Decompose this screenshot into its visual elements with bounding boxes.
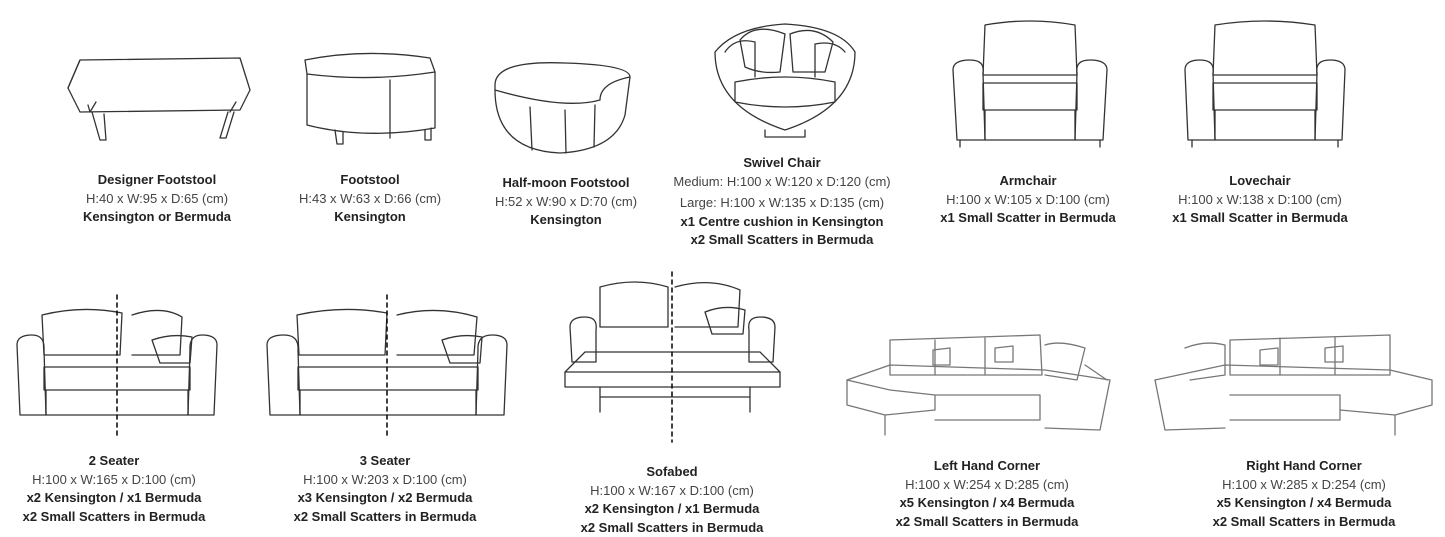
product-scatters: x2 Small Scatters in Bermuda bbox=[673, 231, 890, 250]
product-dimensions: H:100 x W:167 x D:100 (cm) bbox=[581, 482, 764, 501]
product-dimensions: H:100 x W:203 x D:100 (cm) bbox=[294, 471, 477, 490]
product-title: Designer Footstool bbox=[83, 171, 231, 190]
product-dimensions: H:100 x W:254 x D:285 (cm) bbox=[896, 476, 1079, 495]
product-scatters: x2 Small Scatters in Bermuda bbox=[581, 519, 764, 537]
product-fabric: x2 Kensington / x1 Bermuda bbox=[23, 489, 206, 508]
product-title: Swivel Chair bbox=[673, 154, 890, 173]
product-title: Left Hand Corner bbox=[896, 457, 1079, 476]
product-dimensions-large: Large: H:100 x W:135 x D:135 (cm) bbox=[673, 194, 890, 213]
product-scatters: x2 Small Scatters in Bermuda bbox=[23, 508, 206, 527]
product-fabric: x1 Small Scatter in Bermuda bbox=[940, 209, 1116, 228]
product-fabric: x5 Kensington / x4 Bermuda bbox=[896, 494, 1079, 513]
product-dimensions: H:43 x W:63 x D:66 (cm) bbox=[299, 190, 441, 209]
swivel-chair-illustration bbox=[705, 12, 865, 142]
product-armchair: Armchair H:100 x W:105 x D:100 (cm) x1 S… bbox=[940, 172, 1116, 228]
product-swivel-chair: Swivel Chair Medium: H:100 x W:120 x D:1… bbox=[673, 154, 890, 250]
product-scatters: x2 Small Scatters in Bermuda bbox=[896, 513, 1079, 532]
product-title: Right Hand Corner bbox=[1213, 457, 1396, 476]
right-hand-corner-illustration bbox=[1150, 320, 1435, 445]
product-2-seater: 2 Seater H:100 x W:165 x D:100 (cm) x2 K… bbox=[23, 452, 206, 526]
product-dimensions: H:40 x W:95 x D:65 (cm) bbox=[83, 190, 231, 209]
lovechair-illustration bbox=[1180, 15, 1350, 155]
product-fabric: Kensington bbox=[495, 211, 637, 230]
product-fabric: x1 Small Scatter in Bermuda bbox=[1172, 209, 1348, 228]
two-seater-illustration bbox=[12, 295, 222, 435]
product-title: Footstool bbox=[299, 171, 441, 190]
product-fabric: Kensington or Bermuda bbox=[83, 208, 231, 227]
sofabed-illustration bbox=[560, 272, 785, 442]
product-fabric: x5 Kensington / x4 Bermuda bbox=[1213, 494, 1396, 513]
product-fabric: x3 Kensington / x2 Bermuda bbox=[294, 489, 477, 508]
three-seater-illustration bbox=[262, 295, 512, 435]
product-dimensions: H:100 x W:285 x D:254 (cm) bbox=[1213, 476, 1396, 495]
product-designer-footstool: Designer Footstool H:40 x W:95 x D:65 (c… bbox=[83, 171, 231, 227]
product-title: 2 Seater bbox=[23, 452, 206, 471]
product-footstool: Footstool H:43 x W:63 x D:66 (cm) Kensin… bbox=[299, 171, 441, 227]
product-left-hand-corner: Left Hand Corner H:100 x W:254 x D:285 (… bbox=[896, 457, 1079, 531]
designer-footstool-illustration bbox=[60, 40, 260, 150]
product-title: Half-moon Footstool bbox=[495, 174, 637, 193]
product-title: Armchair bbox=[940, 172, 1116, 191]
product-dimensions: H:52 x W:90 x D:70 (cm) bbox=[495, 193, 637, 212]
product-lovechair: Lovechair H:100 x W:138 x D:100 (cm) x1 … bbox=[1172, 172, 1348, 228]
product-dimensions-medium: Medium: H:100 x W:120 x D:120 (cm) bbox=[673, 173, 890, 192]
product-dimensions: H:100 x W:105 x D:100 (cm) bbox=[940, 191, 1116, 210]
product-fabric: x2 Kensington / x1 Bermuda bbox=[581, 500, 764, 519]
product-fabric: x1 Centre cushion in Kensington bbox=[673, 213, 890, 232]
product-scatters: x2 Small Scatters in Bermuda bbox=[294, 508, 477, 527]
product-3-seater: 3 Seater H:100 x W:203 x D:100 (cm) x3 K… bbox=[294, 452, 477, 526]
product-right-hand-corner: Right Hand Corner H:100 x W:285 x D:254 … bbox=[1213, 457, 1396, 531]
product-dimensions: H:100 x W:165 x D:100 (cm) bbox=[23, 471, 206, 490]
product-scatters: x2 Small Scatters in Bermuda bbox=[1213, 513, 1396, 532]
product-title: Lovechair bbox=[1172, 172, 1348, 191]
left-hand-corner-illustration bbox=[845, 320, 1115, 445]
product-half-moon-footstool: Half-moon Footstool H:52 x W:90 x D:70 (… bbox=[495, 174, 637, 230]
product-title: 3 Seater bbox=[294, 452, 477, 471]
product-fabric: Kensington bbox=[299, 208, 441, 227]
product-title: Sofabed bbox=[581, 463, 764, 482]
product-sofabed: Sofabed H:100 x W:167 x D:100 (cm) x2 Ke… bbox=[581, 463, 764, 537]
armchair-illustration bbox=[945, 15, 1115, 155]
half-moon-footstool-illustration bbox=[490, 55, 640, 160]
footstool-illustration bbox=[295, 40, 445, 155]
product-dimensions: H:100 x W:138 x D:100 (cm) bbox=[1172, 191, 1348, 210]
